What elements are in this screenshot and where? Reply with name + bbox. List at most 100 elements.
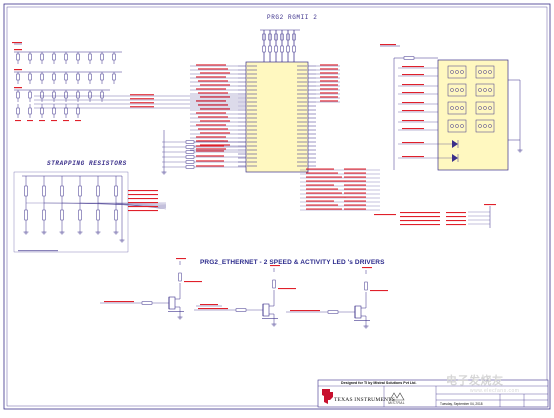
pin-name-mark — [297, 109, 307, 111]
resistor-symbol — [28, 107, 32, 115]
resistor-symbol — [52, 91, 56, 99]
transformer-winding — [483, 88, 487, 92]
net-label-mark — [196, 150, 224, 152]
net-label-mark — [402, 92, 424, 94]
resistor-symbol — [286, 45, 290, 53]
texas-instruments-logo-icon — [322, 389, 333, 404]
net-label-mark — [402, 66, 424, 68]
net-label-mark — [344, 204, 366, 206]
net-label-mark — [200, 304, 218, 306]
rj45-magjack — [380, 44, 523, 171]
net-label-mark — [198, 308, 228, 310]
resistor-symbol — [88, 53, 92, 61]
resistor-symbol — [112, 53, 116, 61]
pin-name-mark — [247, 157, 257, 159]
net-label-mark — [306, 172, 338, 174]
net-label-mark — [196, 140, 224, 142]
resistor-symbol — [24, 185, 28, 197]
sheet-border-inner — [6, 6, 548, 407]
net-label-mark — [196, 124, 226, 126]
resistor-symbol — [88, 91, 92, 99]
net-label-mark — [344, 200, 366, 202]
net-label-mark — [15, 120, 21, 122]
net-label-mark — [198, 92, 228, 94]
pin-name-mark — [247, 145, 257, 147]
net-label-mark — [320, 96, 338, 98]
net-label-mark — [446, 220, 466, 222]
net-label-mark — [184, 281, 202, 283]
led-driver-circuits — [100, 258, 388, 329]
resistor-symbol — [268, 45, 272, 53]
pin-name-mark — [297, 81, 307, 83]
net-label-mark — [278, 288, 296, 290]
pin-name-mark — [247, 137, 257, 139]
net-label-mark — [198, 80, 228, 82]
net-label-mark — [320, 84, 338, 86]
pin-name-mark — [297, 65, 307, 67]
pin-name-mark — [297, 141, 307, 143]
magjack-body — [437, 59, 509, 171]
resistor-symbol — [40, 91, 44, 99]
resistor-symbol — [40, 53, 44, 61]
net-label-mark — [75, 120, 81, 122]
net-label-mark — [196, 155, 224, 157]
net-label-mark — [320, 76, 338, 78]
resistor-symbol — [40, 73, 44, 81]
pin-name-mark — [247, 129, 257, 131]
pin-name-mark — [297, 129, 307, 131]
pin-name-mark — [297, 113, 307, 115]
title-block-date: Tuesday, September 04, 2018 — [440, 402, 483, 406]
resistor-symbol — [96, 209, 100, 221]
pin-name-mark — [297, 161, 307, 163]
mistral-logo-icon — [389, 392, 405, 401]
pin-name-mark — [297, 149, 307, 151]
net-label-mark — [196, 64, 226, 66]
resistor-symbol — [185, 155, 195, 159]
net-label-mark — [306, 184, 334, 186]
net-label-mark — [196, 100, 226, 102]
resistor-symbol — [100, 91, 104, 99]
transformer-winding — [460, 124, 464, 128]
strapping-section-title: STRAPPING RESISTORS — [47, 160, 127, 167]
resistor-symbol — [235, 308, 247, 312]
pin-name-mark — [247, 89, 257, 91]
resistor-symbol — [42, 185, 46, 197]
net-label-mark — [104, 301, 134, 303]
resistor-symbol — [185, 145, 195, 149]
resistor-symbol — [16, 107, 20, 115]
transformer-winding — [455, 124, 459, 128]
pullup-resistor-banks — [12, 42, 246, 122]
pin-name-mark — [297, 89, 307, 91]
resistor-symbol — [292, 45, 296, 53]
watermark-url: www.elecfans.com — [470, 388, 520, 394]
net-label-mark — [374, 214, 396, 216]
pin-name-mark — [247, 121, 257, 123]
pin-name-mark — [247, 149, 257, 151]
transformer-winding — [450, 106, 454, 110]
net-label-mark — [200, 132, 230, 134]
net-label-mark — [63, 120, 69, 122]
resistor-symbol — [60, 185, 64, 197]
strapping-resistor-network — [13, 171, 167, 253]
pin-name-mark — [297, 85, 307, 87]
net-label-mark — [128, 198, 158, 200]
title-block-designer: Designed for TI by Mistral Solutions Pvt… — [341, 381, 417, 385]
net-label-mark — [344, 208, 366, 210]
pin-name-mark — [297, 93, 307, 95]
net-label-mark — [306, 188, 338, 190]
net-label-mark — [270, 265, 280, 267]
net-label-mark — [306, 168, 334, 170]
resistor-symbol — [185, 160, 195, 164]
net-label-mark — [320, 88, 338, 90]
resistor-symbol — [280, 45, 284, 53]
net-label-mark — [320, 100, 338, 102]
resistor-symbol — [185, 140, 195, 144]
transformer-winding — [460, 70, 464, 74]
net-label-mark — [320, 80, 338, 82]
net-label-mark — [196, 76, 226, 78]
net-label-mark — [344, 196, 366, 198]
net-label-mark — [320, 72, 338, 74]
net-label-mark — [130, 98, 154, 100]
transformer-cell — [475, 65, 495, 79]
net-label-mark — [380, 44, 396, 46]
